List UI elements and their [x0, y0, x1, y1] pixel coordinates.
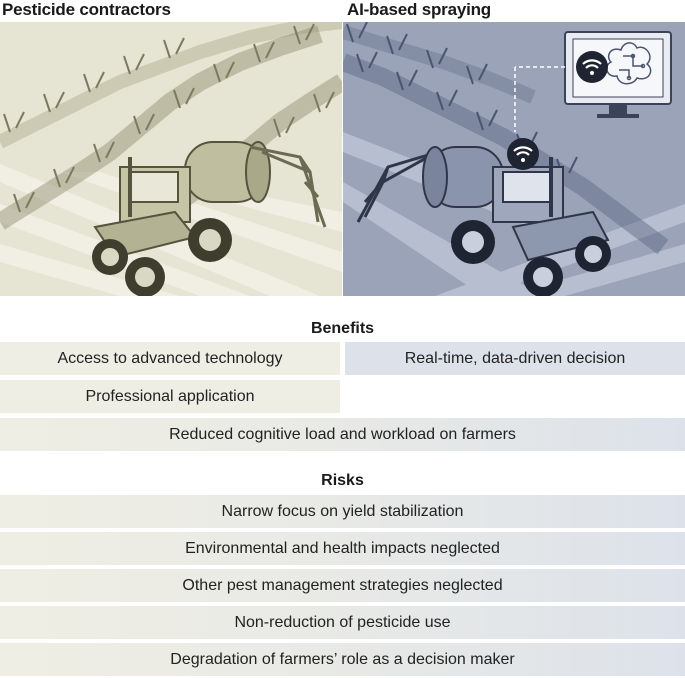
sprayer-tank: [184, 141, 271, 203]
benefits-heading: Benefits: [310, 320, 375, 337]
risk-bar: Narrow focus on yield stabilization: [0, 495, 685, 528]
wifi-icon: [576, 51, 608, 83]
risk-bar: Degradation of farmers’ role as a decisi…: [0, 643, 685, 676]
right-panel-title: AI-based spraying: [347, 0, 491, 19]
spray-boom: [356, 150, 439, 223]
left-panel-title: Pesticide contractors: [2, 0, 171, 19]
benefit-bar: Access to advanced technology: [0, 342, 340, 375]
spray-boom: [249, 145, 327, 228]
risk-label: Non-reduction of pesticide use: [234, 613, 451, 631]
benefit-label: Reduced cognitive load and workload on f…: [169, 425, 516, 443]
risk-bar: Non-reduction of pesticide use: [0, 606, 685, 639]
risk-label: Narrow focus on yield stabilization: [221, 502, 464, 520]
risk-bar: Other pest management strategies neglect…: [0, 569, 685, 602]
pesticide-contractor-illustration: [0, 22, 342, 296]
benefit-label: Professional application: [85, 387, 255, 405]
benefit-bar: Real-time, data-driven decision: [345, 342, 685, 375]
ai-spraying-illustration: [343, 22, 685, 296]
ai-brain-icon: [606, 42, 652, 85]
risks-heading: Risks: [321, 472, 364, 489]
wifi-icon: [507, 138, 539, 170]
benefit-bar: Reduced cognitive load and workload on f…: [0, 418, 685, 451]
corn-rows: [343, 22, 669, 255]
risk-label: Degradation of farmers’ role as a decisi…: [170, 650, 515, 668]
tractor: [451, 157, 611, 296]
benefit-label: Real-time, data-driven decision: [404, 349, 626, 367]
sprayer-tank: [422, 146, 504, 208]
tractor: [92, 157, 232, 296]
risk-bar: Environmental and health impacts neglect…: [0, 532, 685, 565]
risk-label: Environmental and health impacts neglect…: [185, 539, 500, 557]
benefit-label: Access to advanced technology: [57, 349, 283, 367]
benefit-bar: Professional application: [0, 380, 340, 413]
risk-label: Other pest management strategies neglect…: [182, 576, 503, 594]
